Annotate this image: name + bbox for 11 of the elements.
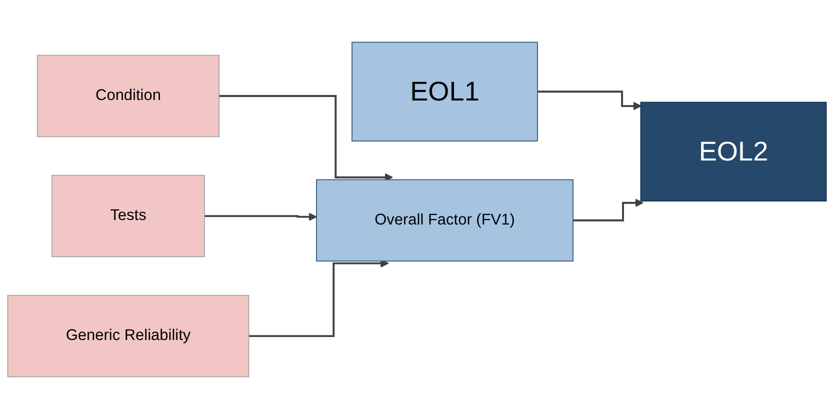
node-box: Generic Reliability (7, 294, 250, 378)
arrow (204, 212, 317, 222)
node-box: EOL2 (640, 102, 827, 202)
arrow (219, 95, 393, 182)
node-box: Condition (36, 54, 220, 138)
node-box: EOL1 (352, 42, 538, 142)
arrow (538, 90, 642, 110)
node-box: Tests (52, 174, 205, 258)
arrow (572, 198, 644, 222)
arrow (248, 259, 389, 338)
node-box: Overall Factor (FV1) (316, 179, 574, 262)
